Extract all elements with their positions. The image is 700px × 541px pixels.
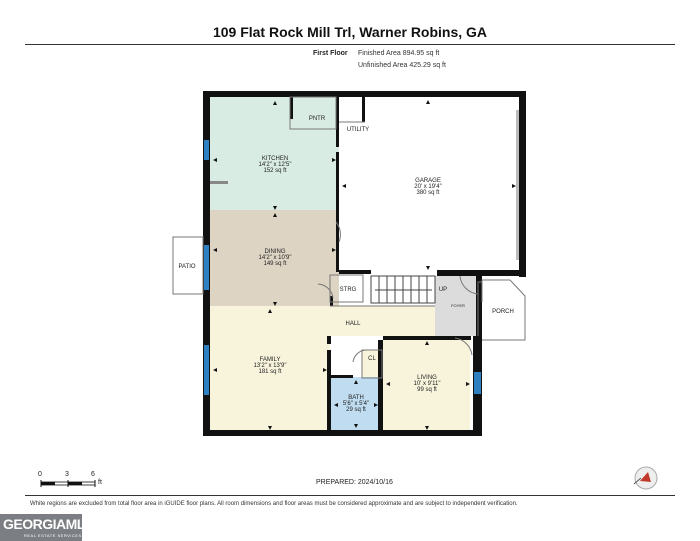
closet-name: CL bbox=[368, 356, 376, 362]
porch-name: PORCH bbox=[492, 309, 514, 315]
logo-sub-text: REAL ESTATE SERVICES bbox=[24, 533, 82, 538]
georgia-mls-logo: GEORGIAMLS REAL ESTATE SERVICES bbox=[0, 514, 94, 541]
kitchen-dims: 14'2" x 12'5" bbox=[259, 162, 292, 168]
property-address: 109 Flat Rock Mill Trl, Warner Robins, G… bbox=[212, 24, 488, 40]
living-fill bbox=[383, 336, 470, 430]
disclaimer: White regions are excluded from total fl… bbox=[30, 501, 518, 507]
prepared-date: PREPARED: 2024/10/16 bbox=[316, 479, 393, 486]
bath-area: 29 sq ft bbox=[346, 407, 366, 413]
hall-fill bbox=[330, 306, 435, 336]
interior-lines bbox=[172, 96, 526, 379]
bath-dims: 5'6" x 5'4" bbox=[343, 401, 369, 407]
room-labels: KITCHEN 14'2" x 12'5" 152 sq ft PNTR UTI… bbox=[178, 116, 513, 413]
compass-icon bbox=[633, 466, 658, 490]
scale-unit: ft bbox=[98, 479, 102, 486]
foyer-name: FOYER bbox=[451, 303, 465, 308]
living-area: 99 sq ft bbox=[417, 387, 437, 393]
kitchen-counter bbox=[210, 181, 228, 184]
windows bbox=[204, 140, 481, 395]
family-name: FAMILY bbox=[260, 357, 281, 363]
scale-tick-0: 0 bbox=[38, 471, 42, 478]
logo-main-text: GEORGIAMLS bbox=[3, 516, 94, 532]
unfinished-area: Unfinished Area 425.29 sq ft bbox=[358, 62, 446, 69]
kitchen-name: KITCHEN bbox=[262, 156, 288, 162]
finished-area: Finished Area 894.95 sq ft bbox=[358, 50, 440, 57]
scale-tick-3: 3 bbox=[65, 471, 69, 478]
dining-dims: 14'2" x 10'9" bbox=[259, 255, 292, 261]
stairs-label: UP bbox=[439, 287, 447, 293]
header-rule bbox=[25, 44, 675, 45]
floor-label: First Floor bbox=[313, 50, 348, 57]
garage-area: 380 sq ft bbox=[416, 190, 439, 196]
garage-dims: 20' x 19'4" bbox=[414, 184, 441, 190]
utility-name: UTILITY bbox=[347, 127, 369, 133]
doors bbox=[317, 221, 479, 363]
bath-name: BATH bbox=[348, 395, 364, 401]
living-name: LIVING bbox=[417, 375, 437, 381]
garage-name: GARAGE bbox=[415, 178, 441, 184]
hall-name: HALL bbox=[345, 321, 361, 327]
garage-door bbox=[516, 110, 519, 260]
kitchen-area: 152 sq ft bbox=[263, 168, 286, 174]
dimension-arrows bbox=[213, 100, 516, 430]
pantry-name: PNTR bbox=[309, 116, 326, 122]
stairs bbox=[370, 275, 436, 304]
dining-name: DINING bbox=[265, 249, 286, 255]
scale-bar bbox=[40, 480, 96, 487]
dining-area: 149 sq ft bbox=[263, 261, 286, 267]
foyer-fill bbox=[435, 276, 478, 336]
bath-fill bbox=[331, 377, 381, 430]
family-dims: 13'2" x 13'9" bbox=[254, 363, 287, 369]
closet-fill bbox=[362, 350, 382, 378]
scale-tick-6: 6 bbox=[91, 471, 95, 478]
footer-rule bbox=[25, 495, 675, 496]
living-dims: 10' x 9'11" bbox=[414, 381, 441, 387]
patio-name: PATIO bbox=[178, 264, 195, 270]
family-area: 181 sq ft bbox=[258, 369, 281, 375]
kitchen-fill bbox=[210, 97, 339, 210]
storage-name: STRG bbox=[340, 287, 357, 293]
dining-fill bbox=[210, 210, 339, 306]
family-fill bbox=[210, 306, 330, 430]
